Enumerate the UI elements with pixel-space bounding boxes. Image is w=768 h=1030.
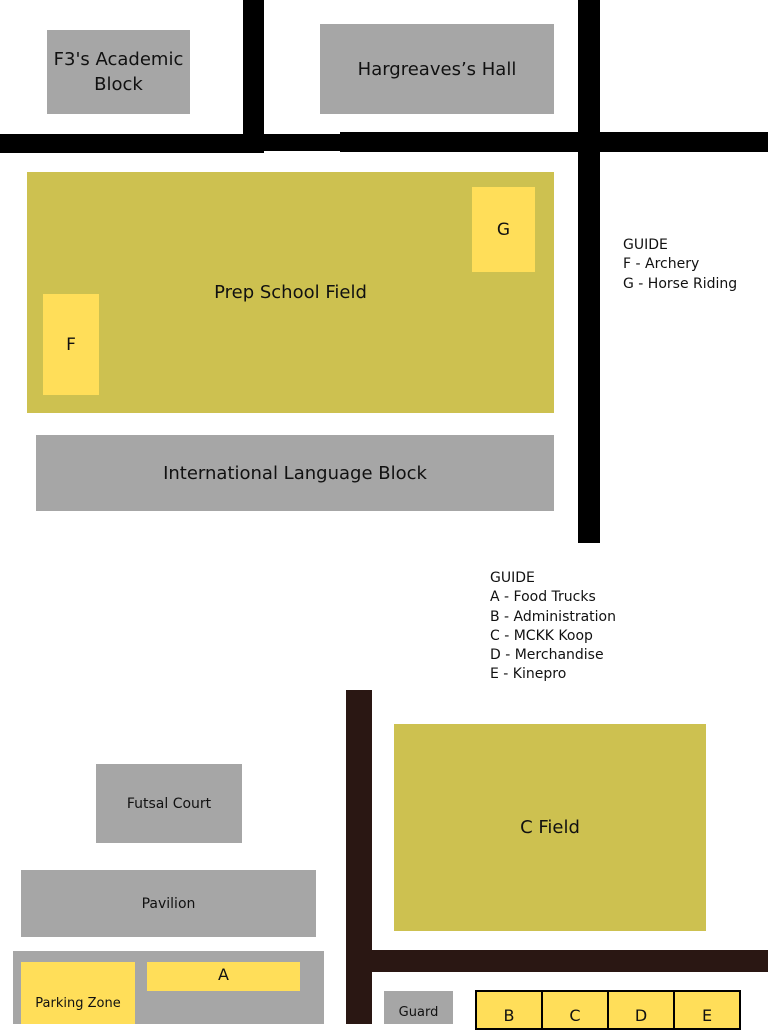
international-language-block[interactable]: International Language Block [36, 435, 554, 511]
booth-b-label: B [503, 1006, 515, 1025]
guide-bottom-item: D - Merchandise [490, 647, 604, 664]
parking-zone-label: Parking Zone [35, 995, 121, 1011]
guide-bottom-item: E - Kinepro [490, 666, 567, 683]
guard-house-label: Guard [398, 1005, 439, 1020]
guide-bottom-item: B - Administration [490, 608, 616, 625]
zone-f-label: F [66, 334, 76, 355]
zone-g-horse-riding[interactable]: G [472, 187, 535, 272]
road-horizontal-top-right [340, 132, 768, 152]
guide-bottom-item: A - Food Trucks [490, 589, 596, 606]
guide-top-item: G - Horse Riding [623, 275, 738, 292]
booth-d-label: D [634, 1006, 648, 1025]
road-vertical-right [578, 0, 600, 543]
futsal-court-label: Futsal Court [126, 795, 212, 812]
prep-school-field[interactable]: Prep School Field [27, 172, 554, 413]
pavilion[interactable]: Pavilion [21, 870, 316, 937]
booth-row: B C D E [475, 990, 741, 1030]
guide-top: GUIDE F - Archery G - Horse Riding [623, 236, 737, 294]
road-vertical-lower [346, 690, 372, 1024]
booth-c-label: C [569, 1006, 581, 1025]
guide-bottom: GUIDE A - Food Trucks B - Administration… [490, 569, 616, 685]
guide-bottom-item: C - MCKK Koop [490, 627, 593, 644]
guide-top-item: F - Archery [623, 256, 700, 273]
booth-d-merchandise[interactable]: D [609, 992, 675, 1028]
international-language-block-label: International Language Block [163, 462, 427, 484]
c-field[interactable]: C Field [394, 724, 706, 931]
zone-g-label: G [496, 219, 511, 240]
road-horizontal-top-left [0, 134, 264, 153]
booth-e-kinepro[interactable]: E [675, 992, 739, 1028]
zone-a-label: A [218, 965, 229, 984]
booth-b-administration[interactable]: B [477, 992, 543, 1028]
hargreaves-hall[interactable]: Hargreaves’s Hall [320, 24, 554, 114]
hargreaves-hall-label: Hargreaves’s Hall [357, 58, 517, 80]
guide-bottom-heading: GUIDE [490, 570, 535, 586]
road-horizontal-lower [346, 950, 768, 972]
prep-school-field-label: Prep School Field [214, 282, 367, 303]
guide-top-heading: GUIDE [623, 237, 668, 253]
booth-e-label: E [701, 1006, 713, 1025]
booth-c-mckk-koop[interactable]: C [543, 992, 609, 1028]
zone-f-archery[interactable]: F [43, 294, 99, 395]
f3-academic-block-label: F3's Academic Block [53, 49, 184, 95]
guard-house[interactable]: Guard [384, 991, 453, 1024]
futsal-court[interactable]: Futsal Court [96, 764, 242, 843]
parking-zone[interactable]: Parking Zone [21, 962, 135, 1024]
c-field-label: C Field [520, 817, 580, 838]
pavilion-label: Pavilion [141, 895, 196, 912]
f3-academic-block[interactable]: F3's Academic Block [47, 30, 190, 114]
zone-a-food-trucks[interactable]: A [147, 962, 300, 991]
road-vertical-top-left [243, 0, 264, 142]
road-horizontal-connector [236, 134, 346, 151]
